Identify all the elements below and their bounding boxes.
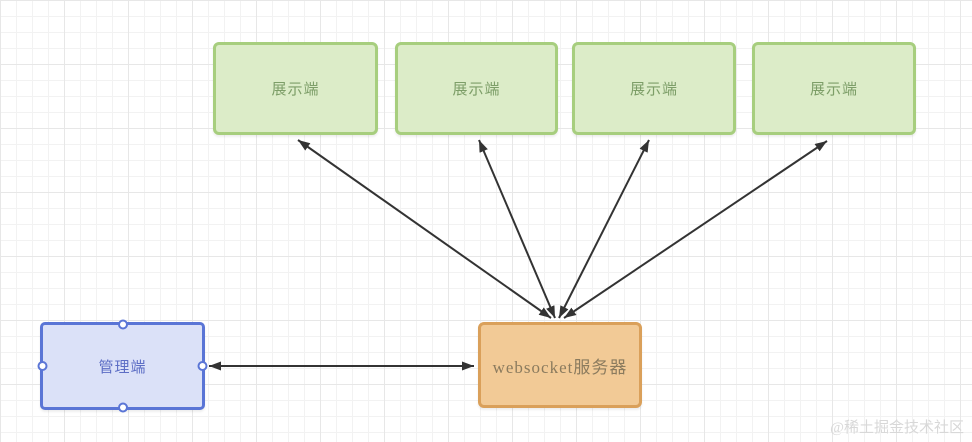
node-manager[interactable]: 管理端 bbox=[37, 319, 208, 413]
node-display-1-label: 展示端 bbox=[271, 81, 320, 98]
node-display-4[interactable]: 展示端 bbox=[752, 42, 916, 135]
node-display-2[interactable]: 展示端 bbox=[395, 42, 558, 135]
edge-display4-server[interactable] bbox=[563, 140, 828, 319]
watermark: @稀土掘金技术社区 bbox=[830, 420, 964, 436]
edge-display1-server[interactable] bbox=[297, 139, 552, 319]
node-server-label: websocket服务器 bbox=[492, 357, 628, 377]
connection-handle-bottom[interactable] bbox=[117, 402, 128, 413]
node-server[interactable]: websocket服务器 bbox=[478, 322, 642, 408]
node-display-3-label: 展示端 bbox=[629, 81, 678, 98]
node-display-4-label: 展示端 bbox=[809, 81, 858, 98]
connection-handle-left[interactable] bbox=[37, 361, 48, 371]
node-display-1[interactable]: 展示端 bbox=[213, 42, 378, 135]
connection-handle-right[interactable] bbox=[197, 361, 208, 371]
node-manager-label: 管理端 bbox=[98, 358, 147, 376]
edge-display2-server[interactable] bbox=[478, 139, 556, 319]
node-display-3[interactable]: 展示端 bbox=[572, 42, 736, 135]
connection-handle-top[interactable] bbox=[117, 319, 128, 330]
node-display-2-label: 展示端 bbox=[452, 81, 501, 98]
